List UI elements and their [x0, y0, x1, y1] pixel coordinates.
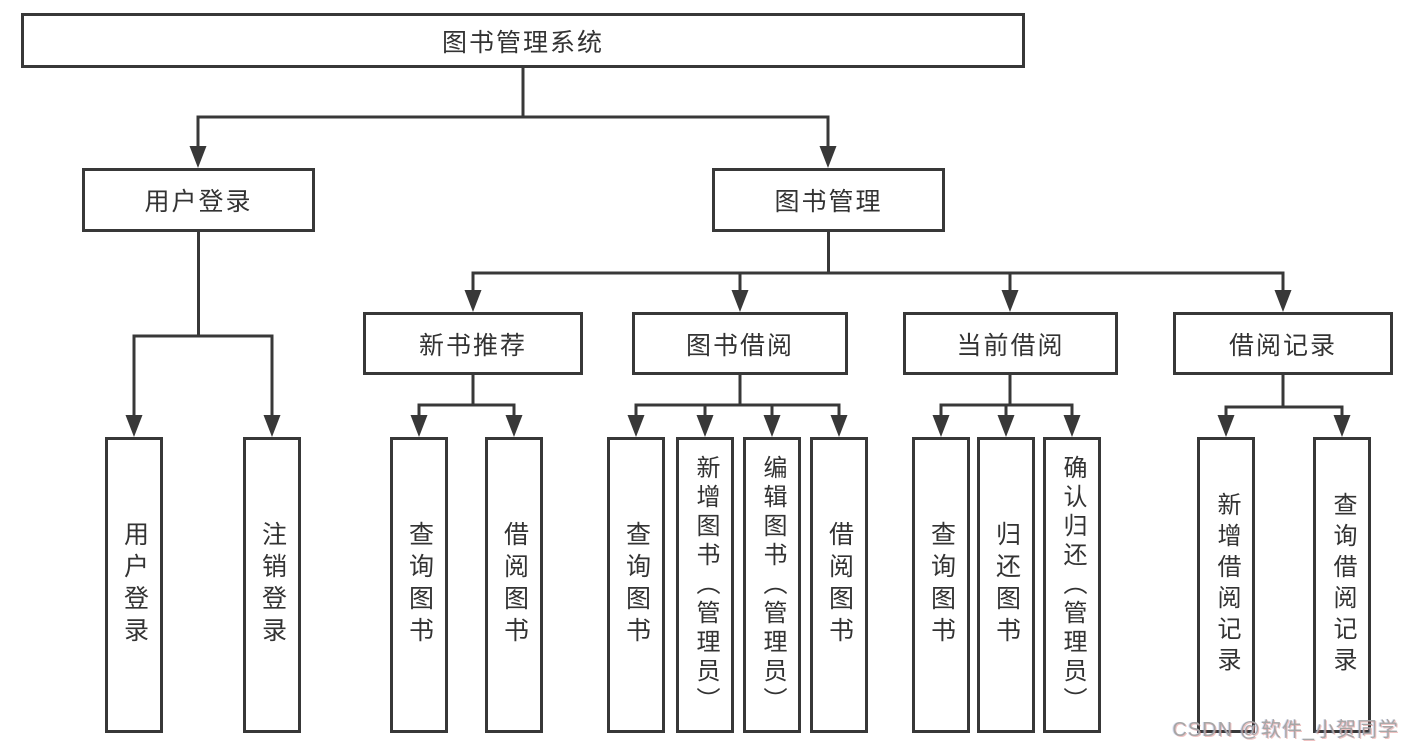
node-book-management: 图书管理: [712, 168, 945, 232]
node-user-login: 用户登录: [82, 168, 315, 232]
leaf-query-borrow-record: 查询借阅记录: [1313, 437, 1371, 733]
node-label: 确认归还（管理员）: [1059, 454, 1086, 716]
node-label: 图书借阅: [685, 331, 794, 360]
node-label: 归还图书: [992, 521, 1021, 649]
leaf-query-books-borrowing: 查询图书: [607, 437, 665, 733]
node-label: 编辑图书（管理员）: [759, 454, 786, 716]
leaf-borrow-books-recommend: 借阅图书: [485, 437, 543, 733]
node-book-borrowing: 图书借阅: [632, 312, 848, 375]
leaf-logout: 注销登录: [243, 437, 301, 733]
node-label: 新增借阅记录: [1213, 492, 1240, 678]
leaf-borrow-books-borrowing: 借阅图书: [810, 437, 868, 733]
node-label: 新书推荐: [418, 331, 527, 360]
node-label: 借阅图书: [500, 521, 529, 649]
node-label: 用户登录: [144, 188, 253, 216]
leaf-edit-book-admin: 编辑图书（管理员）: [743, 437, 801, 733]
node-label: 新增图书（管理员）: [692, 454, 719, 716]
arrow-down-icons: [125, 146, 1351, 437]
csdn-watermark: CSDN @软件_小贺同学: [1172, 719, 1399, 741]
node-label: 查询图书: [405, 521, 434, 649]
leaf-return-books: 归还图书: [977, 437, 1035, 733]
node-label: 借阅记录: [1228, 331, 1337, 360]
node-borrowing-records: 借阅记录: [1173, 312, 1393, 375]
node-label: 查询借阅记录: [1329, 492, 1356, 678]
node-label: 借阅图书: [825, 521, 854, 649]
node-label: 当前借阅: [956, 331, 1065, 360]
connector-segments: [132, 68, 1344, 420]
node-label: 注销登录: [258, 521, 287, 649]
node-new-book-recommend: 新书推荐: [363, 312, 583, 375]
leaf-query-books-current: 查询图书: [912, 437, 970, 733]
leaf-query-books-recommend: 查询图书: [390, 437, 448, 733]
node-label: 查询图书: [927, 521, 956, 649]
leaf-user-login: 用户登录: [105, 437, 163, 733]
node-label: 图书管理系统: [441, 28, 604, 57]
leaf-confirm-return-admin: 确认归还（管理员）: [1043, 437, 1101, 733]
node-label: 用户登录: [120, 521, 149, 649]
node-label: 查询图书: [622, 521, 651, 649]
node-library-management-system: 图书管理系统: [21, 13, 1025, 68]
leaf-add-borrow-record: 新增借阅记录: [1197, 437, 1255, 733]
node-label: 图书管理: [774, 188, 883, 216]
leaf-add-book-admin: 新增图书（管理员）: [676, 437, 734, 733]
node-current-borrowing: 当前借阅: [903, 312, 1118, 375]
